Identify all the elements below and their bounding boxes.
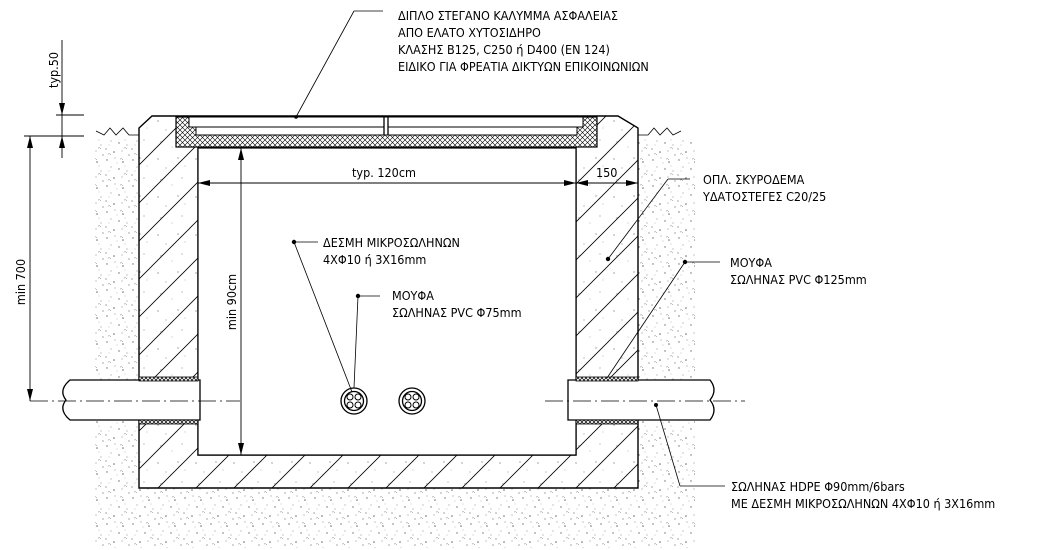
cover-line-3: ΚΛΑΣΗΣ B125, C250 ή D400 (EN 124) bbox=[398, 42, 610, 57]
concrete-note: ΟΠΛ. ΣΚΥΡΟΔΕΜΑ ΥΔΑΤΟΣΤΕΓΕΣ C20/25 bbox=[702, 172, 826, 204]
bundle-line-1: ΔΕΣΜΗ ΜΙΚΡΟΣΩΛΗΝΩΝ bbox=[323, 235, 460, 250]
dimension-cover: typ.50 bbox=[46, 40, 84, 158]
sleeve75-line-2: ΣΩΛΗΝΑΣ PVC Φ75mm bbox=[392, 305, 522, 320]
concrete-walls bbox=[138, 115, 639, 489]
pipe-right bbox=[567, 376, 715, 425]
sleeve75-line-1: ΜΟΥΦΑ bbox=[392, 288, 434, 303]
hdpe-note: ΣΩΛΗΝΑΣ HDPE Φ90mm/6bars ΜΕ ΔΕΣΜΗ ΜΙΚΡΟΣ… bbox=[731, 479, 995, 511]
leaders bbox=[291, 10, 725, 487]
inner-width-label: typ. 120cm bbox=[352, 165, 416, 180]
sleeve125-line-2: ΣΩΛΗΝΑΣ PVC Φ125mm bbox=[730, 272, 867, 287]
soil-area bbox=[95, 138, 695, 548]
depth-label: min 700 bbox=[13, 259, 28, 305]
pipe-left bbox=[62, 376, 201, 425]
microduct-bundle-2 bbox=[398, 387, 426, 415]
dimension-inner-width: typ. 120cm bbox=[198, 165, 576, 186]
microduct-bundle-1 bbox=[340, 387, 368, 415]
inner-height-label: min 90cm bbox=[224, 274, 239, 330]
sleeve75-note: ΜΟΥΦΑ ΣΩΛΗΝΑΣ PVC Φ75mm bbox=[392, 288, 522, 320]
bundle-note: ΔΕΣΜΗ ΜΙΚΡΟΣΩΛΗΝΩΝ 4XΦ10 ή 3X16mm bbox=[323, 235, 460, 267]
concrete-line-2: ΥΔΑΤΟΣΤΕΓΕΣ C20/25 bbox=[702, 189, 826, 204]
cover-line-2: ΑΠΟ ΕΛΑΤΟ ΧΥΤΟΣΙΔΗΡΟ bbox=[398, 25, 541, 40]
cover-note: ΔΙΠΛΟ ΣΤΕΓΑΝΟ ΚΑΛΥΜΜΑ ΑΣΦΑΛΕΙΑΣ ΑΠΟ ΕΛΑΤ… bbox=[398, 8, 649, 74]
ground-line bbox=[95, 127, 682, 136]
dimension-depth: min 700 bbox=[13, 135, 84, 401]
wall-thickness-label: 150 bbox=[596, 165, 617, 180]
hdpe-line-1: ΣΩΛΗΝΑΣ HDPE Φ90mm/6bars bbox=[731, 479, 905, 494]
double-cover bbox=[175, 116, 598, 148]
hdpe-line-2: ΜΕ ΔΕΣΜΗ ΜΙΚΡΟΣΩΛΗΝΩΝ 4XΦ10 ή 3X16mm bbox=[731, 496, 995, 511]
dimension-wall: 150 bbox=[576, 165, 638, 186]
bundle-line-2: 4XΦ10 ή 3X16mm bbox=[323, 252, 426, 267]
concrete-line-1: ΟΠΛ. ΣΚΥΡΟΔΕΜΑ bbox=[703, 172, 805, 187]
sleeve125-line-1: ΜΟΥΦΑ bbox=[730, 255, 772, 270]
sleeve125-note: ΜΟΥΦΑ ΣΩΛΗΝΑΣ PVC Φ125mm bbox=[730, 255, 867, 287]
cover-thickness-label: typ.50 bbox=[46, 52, 61, 88]
cover-line-4: ΕΙΔΙΚΟ ΓΙΑ ΦΡΕΑΤΙΑ ΔΙΚΤΥΩΝ ΕΠΙΚΟΙΝΩΝΙΩΝ bbox=[398, 59, 649, 74]
cover-line-1: ΔΙΠΛΟ ΣΤΕΓΑΝΟ ΚΑΛΥΜΜΑ ΑΣΦΑΛΕΙΑΣ bbox=[398, 8, 618, 23]
dimension-inner-height: min 90cm bbox=[224, 148, 244, 455]
